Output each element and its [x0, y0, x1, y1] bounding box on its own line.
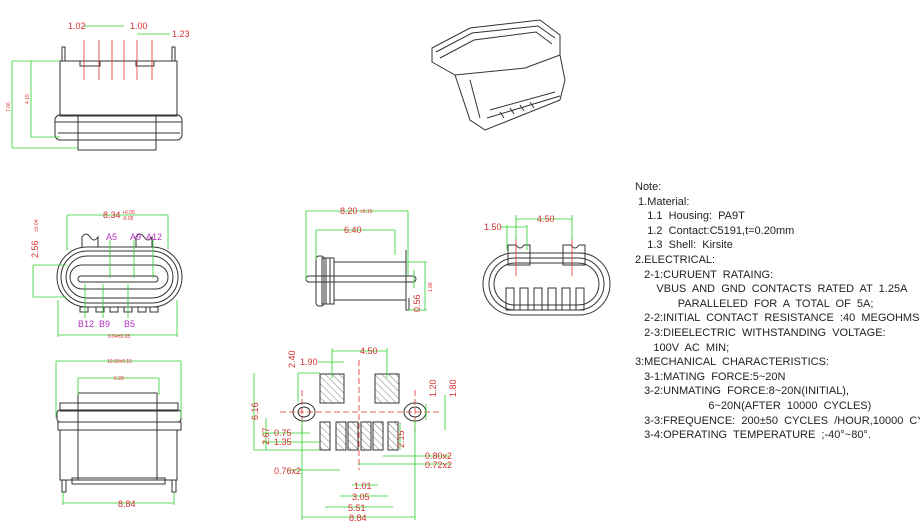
dim-label: 2.40 — [287, 350, 297, 368]
notes-block: Note: 1.Material: 1.1 Housing: PA9T 1.2 … — [635, 180, 920, 443]
dim-label: 3.05 — [352, 492, 370, 502]
note-line: 2-1:CURUENT RATAING: — [635, 268, 774, 281]
dim-label: 1.80 — [448, 379, 458, 397]
note-line: Note: — [635, 181, 662, 193]
top-view: 1.02 1.00 1.23 7.06 4.15 — [6, 21, 190, 151]
dim-label: 1.23 — [172, 29, 190, 39]
dim-label: 1.20 — [428, 379, 438, 397]
bottom-view: 10.00±0.15 6.28 8.84 — [55, 359, 182, 509]
dim-label: 1.86 — [428, 282, 434, 292]
dim-label: 6.28 — [114, 376, 124, 382]
rear-view: 1.50 4.50 — [482, 214, 611, 316]
note-line: 6~20N(AFTER 10000 CYCLES) — [635, 399, 872, 412]
tolerance: +0.05 — [122, 210, 135, 216]
dim-label: 1.00 — [130, 21, 148, 31]
pin-label: A9 — [130, 232, 141, 242]
dim-label: 1.01 — [354, 481, 372, 491]
pin-label: B12 — [78, 319, 94, 329]
dim-label: 1.02 — [68, 21, 86, 31]
dim-label: 0.80x2 — [425, 451, 452, 461]
note-line: 2-2:INITIAL CONTACT RESISTANCE :40 MEGOH… — [635, 312, 920, 325]
note-line: 3-3:FREQUENCE: 200±50 CYCLES /HOUR,10000… — [644, 414, 920, 427]
note-line: 2.ELECTRICAL: — [635, 253, 716, 266]
pin-label: B9 — [99, 319, 110, 329]
dim-label: 8.34 — [103, 210, 121, 220]
note-line: 1.1 Housing: PA9T — [635, 210, 745, 223]
dim-label: 4.50 — [537, 214, 555, 224]
dim-label: 10.00±0.15 — [107, 359, 132, 365]
dim-label: 6.16 — [250, 402, 260, 420]
dim-label: 6.40 — [344, 225, 362, 235]
note-line: 3-4:OPERATING TEMPERATURE ;-40°~80°. — [635, 429, 871, 442]
dim-label: 5.51 — [348, 503, 366, 513]
note-line: VBUS AND GND CONTACTS RATED AT 1.25A — [635, 283, 908, 296]
tolerance: ±0.15 — [360, 209, 373, 215]
dim-label: 8.84 — [118, 499, 136, 509]
dim-label: 4.50 — [360, 346, 378, 356]
dim-label: 2.56 — [30, 240, 40, 258]
note-line: 1.Material: — [635, 195, 690, 208]
note-line: 100V AC MIN; — [635, 341, 730, 354]
dim-label: 0.72x2 — [425, 460, 452, 470]
isometric-view — [431, 19, 566, 131]
pin-label: A5 — [106, 232, 117, 242]
note-line: PARALLELED FOR A TOTAL OF 5A; — [635, 297, 874, 310]
dim-label: 8.20 — [340, 206, 358, 216]
dim-label: 0.76x2 — [274, 466, 301, 476]
dim-label: 2.67 — [261, 427, 271, 445]
note-line: 3:MECHANICAL CHARACTERISTICS: — [635, 356, 829, 369]
dim-label: 1.35 — [274, 437, 292, 447]
dim-label: 1.50 — [484, 222, 502, 232]
dim-label: 2.15 — [396, 430, 406, 448]
dim-label: 7.06 — [6, 102, 12, 112]
dim-label: 0.75 — [274, 428, 292, 438]
note-line: 3-2:UNMATING FORCE:8~20N(INITIAL), — [635, 385, 850, 398]
tolerance: -0.05 — [122, 216, 134, 222]
pin-label: B5 — [124, 319, 135, 329]
note-line: 2-3:DIEELECTRIC WITHSTANDING VOLTAGE: — [635, 326, 886, 339]
front-view: 8.34 +0.05 -0.05 2.56 ±0.04 9.64±0.05 A5… — [30, 210, 183, 340]
dim-label: 1.90 — [300, 357, 318, 367]
dim-label: 8.84 — [349, 513, 367, 523]
side-view: 8.20 ±0.15 6.40 0.56 1.86 — [305, 206, 434, 312]
pin-label: A12 — [146, 232, 162, 242]
dim-label: 9.64±0.05 — [108, 334, 130, 340]
note-line: 1.2 Contact:C5191,t=0.20mm — [635, 224, 795, 237]
pcb-footprint: 4.50 2.40 1.90 6.16 2.67 0.75 1.35 1.20 … — [250, 346, 458, 523]
note-line: 1.3 Shell: Kirsite — [635, 239, 733, 252]
dim-label: 0.56 — [412, 294, 422, 312]
note-line: 3-1:MATING FORCE:5~20N — [635, 370, 786, 383]
dim-label: 4.15 — [25, 94, 31, 104]
tolerance: ±0.04 — [34, 219, 40, 232]
